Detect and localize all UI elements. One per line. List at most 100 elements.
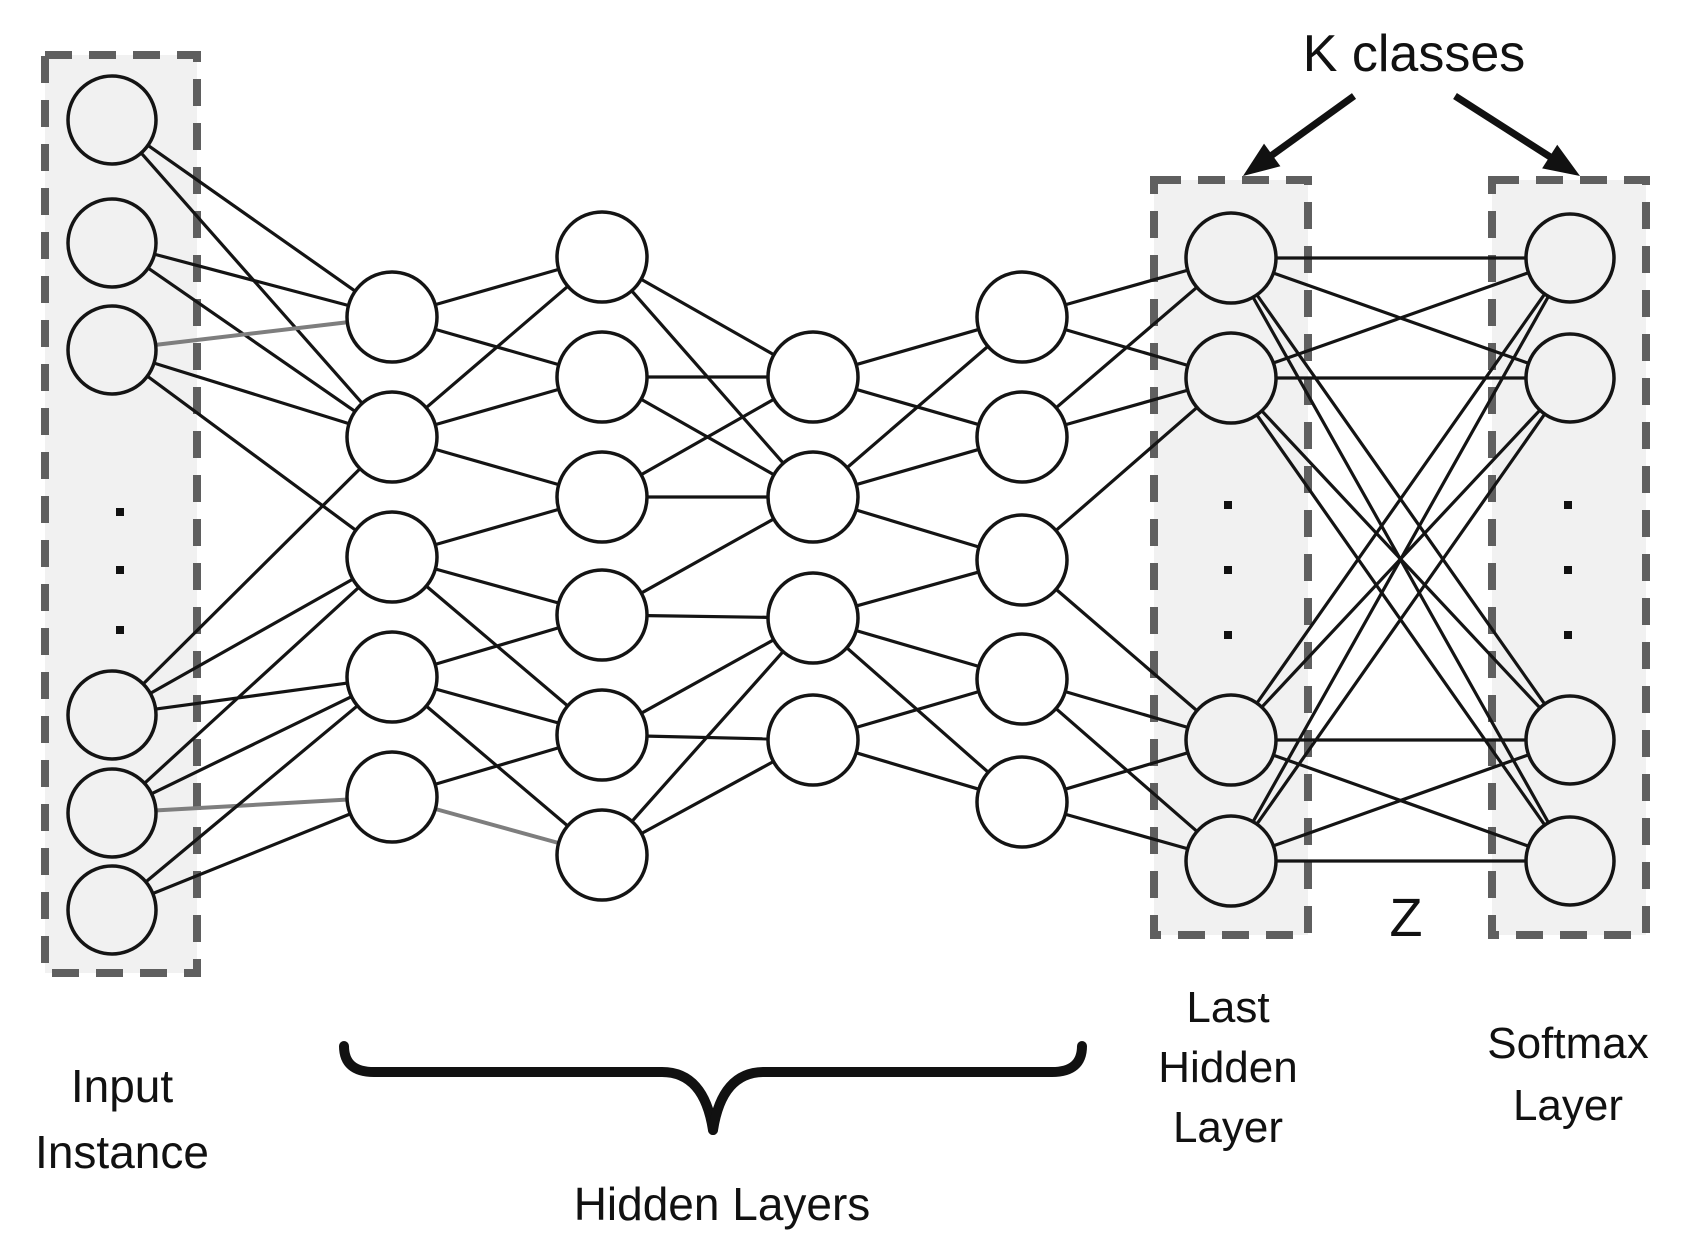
edge: [1256, 293, 1546, 704]
edge: [144, 586, 360, 784]
node-input: [66, 669, 158, 761]
hidden-layers-label: Hidden Layers: [573, 1178, 871, 1230]
edge: [641, 518, 774, 594]
edge: [435, 388, 559, 426]
edge: [435, 807, 559, 845]
edge: [435, 268, 559, 306]
node-h2: [555, 330, 649, 424]
edge: [151, 695, 352, 795]
node-h4: [975, 513, 1069, 607]
edge: [435, 746, 559, 786]
k-classes-arrow-shaft: [1453, 93, 1555, 162]
node-h2: [555, 688, 649, 782]
node-h1: [345, 750, 439, 844]
edge: [1055, 286, 1198, 409]
last-hidden-layer-label-line1: Last: [1186, 983, 1270, 1032]
node-input: [66, 74, 158, 166]
edge: [147, 144, 356, 292]
edge: [140, 152, 363, 404]
edge: [435, 687, 559, 725]
edge: [846, 345, 989, 469]
edge: [148, 267, 356, 413]
softmax-box: [1488, 176, 1650, 939]
edge: [435, 567, 559, 605]
node-input: [66, 864, 158, 956]
edge: [145, 705, 358, 883]
last-hidden-box: [1150, 176, 1312, 939]
node-h4: [975, 632, 1069, 726]
node-h3: [766, 450, 860, 544]
node-last_hidden: [1184, 331, 1278, 425]
node-last_hidden: [1184, 693, 1278, 787]
edge: [425, 285, 569, 409]
node-h3: [766, 571, 860, 665]
edge: [1252, 296, 1550, 822]
node-h3: [766, 693, 860, 787]
node-h2: [555, 568, 649, 662]
node-h4: [975, 755, 1069, 849]
edge: [153, 812, 350, 895]
edge: [856, 448, 979, 486]
ellipsis-dot: [116, 566, 124, 574]
node-h3: [766, 330, 860, 424]
input-instance-label-line2: Instance: [35, 1126, 209, 1178]
hidden-layers-brace: [708, 1041, 1087, 1135]
edge: [856, 570, 979, 608]
edge: [1065, 690, 1188, 729]
ellipsis-dot: [1564, 631, 1572, 639]
edge: [435, 508, 559, 546]
z-label: Z: [1389, 888, 1423, 948]
edge: [1065, 751, 1188, 791]
edge: [1065, 268, 1188, 307]
k-classes-label: K classes: [1302, 25, 1526, 83]
edge: [641, 278, 774, 356]
hidden-layers-brace: [339, 1041, 718, 1135]
node-input: [66, 197, 158, 289]
ellipsis-dot: [1564, 566, 1572, 574]
node-last_hidden: [1184, 211, 1278, 305]
edge: [856, 690, 979, 729]
edge: [856, 328, 979, 366]
ellipsis-dot: [1564, 501, 1572, 509]
edge: [641, 760, 774, 835]
k-classes-arrowhead: [1243, 143, 1281, 176]
ellipsis-dot: [1224, 631, 1232, 639]
edge: [1065, 812, 1188, 851]
edge: [156, 797, 347, 813]
edge: [147, 375, 356, 531]
ellipsis-dot: [116, 626, 124, 634]
edge: [154, 361, 349, 425]
ellipsis-dot: [1224, 501, 1232, 509]
node-h2: [555, 210, 649, 304]
node-h4: [975, 390, 1069, 484]
node-h2: [555, 450, 649, 544]
edge: [156, 320, 347, 347]
node-softmax: [1524, 212, 1616, 304]
node-h1: [345, 390, 439, 484]
edge: [142, 468, 361, 685]
edge: [856, 751, 979, 791]
node-h4: [975, 270, 1069, 364]
edge: [150, 578, 353, 695]
node-h2: [555, 808, 649, 902]
last-hidden-layer-label-line2: Hidden: [1158, 1043, 1298, 1092]
node-input: [66, 767, 158, 859]
edge: [155, 252, 348, 307]
node-h1: [345, 270, 439, 364]
edge: [856, 629, 979, 668]
edge: [1273, 753, 1529, 848]
softmax-layer-label-line2: Layer: [1512, 1081, 1624, 1130]
softmax-layer-label-line1: Softmax: [1487, 1019, 1649, 1068]
edge: [435, 448, 559, 486]
k-classes-arrow-shaft: [1266, 93, 1357, 161]
edge: [1273, 271, 1529, 365]
edge: [1055, 588, 1198, 712]
edge: [156, 681, 347, 711]
last-hidden-layer-label-line3: Layer: [1172, 1103, 1284, 1152]
node-h1: [345, 630, 439, 724]
node-last_hidden: [1184, 814, 1278, 908]
edge: [1256, 413, 1546, 825]
edge: [647, 614, 768, 619]
